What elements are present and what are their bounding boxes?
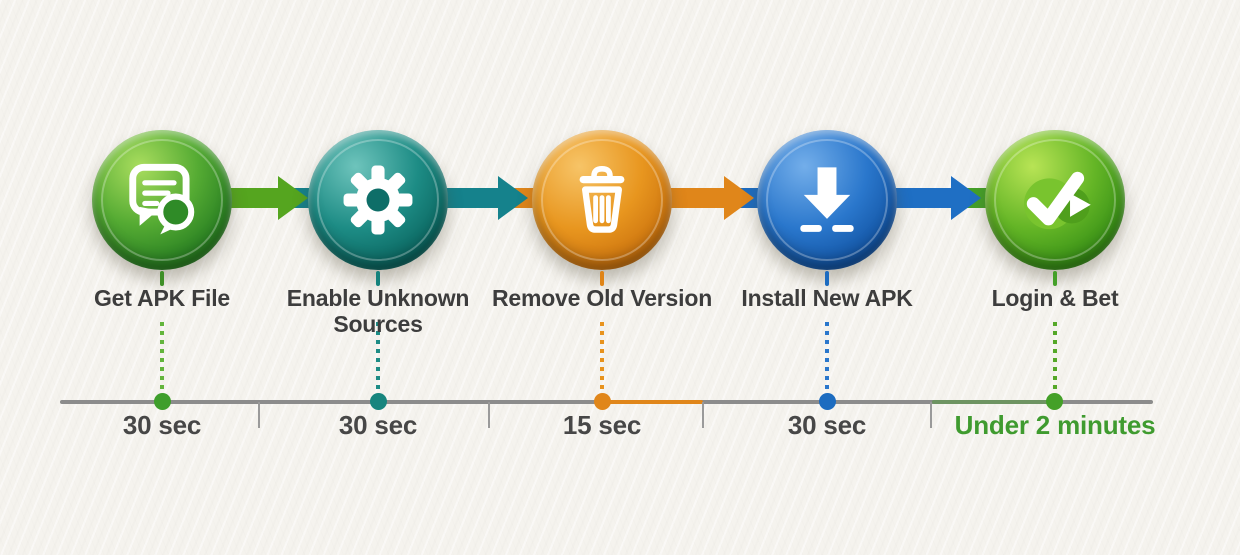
timeline-dot-step3 bbox=[594, 393, 611, 410]
dotted-connector bbox=[825, 322, 829, 390]
time-label-step1: 30 sec bbox=[122, 410, 202, 440]
chat-bubbles-icon bbox=[129, 163, 195, 235]
arrow-step1-to-step2 bbox=[228, 176, 314, 220]
time-label-step3: 15 sec bbox=[562, 410, 642, 440]
arrow-step3-to-step4 bbox=[668, 176, 760, 220]
arrow-shaft bbox=[668, 188, 730, 208]
timeline-dot-step4 bbox=[819, 393, 836, 410]
step-enable-unknown-sources: Enable Unknown Sources bbox=[258, 130, 498, 390]
arrow-step4-to-step5 bbox=[893, 176, 987, 220]
timeline-tick bbox=[702, 402, 704, 428]
step-label: Install New APK bbox=[741, 285, 913, 311]
timeline-dot-step2 bbox=[370, 393, 387, 410]
arrow-head-icon bbox=[951, 176, 981, 220]
trash-icon bbox=[579, 165, 625, 233]
dotted-connector bbox=[376, 322, 380, 390]
time-label-total: Under 2 minutes bbox=[954, 410, 1156, 440]
gear-icon bbox=[343, 165, 413, 235]
arrow-head-icon bbox=[278, 176, 308, 220]
step-login-and-bet: Login & Bet bbox=[935, 130, 1175, 390]
dotted-connector bbox=[160, 322, 164, 390]
step-install-new-apk: Install New APK bbox=[707, 130, 947, 390]
time-label-step4: 30 sec bbox=[787, 410, 867, 440]
step-label: Enable Unknown Sources bbox=[286, 285, 470, 338]
time-label-step2: 30 sec bbox=[338, 410, 418, 440]
arrow-shaft bbox=[228, 188, 284, 208]
step-circle-green-check bbox=[985, 130, 1125, 270]
step-remove-old-version: Remove Old Version bbox=[482, 130, 722, 390]
timeline-tick bbox=[930, 402, 932, 428]
check-play-icon bbox=[1023, 171, 1091, 230]
step-circle-green bbox=[92, 130, 232, 270]
step-circle-teal bbox=[308, 130, 448, 270]
timeline-dot-step5 bbox=[1046, 393, 1063, 410]
step-label: Login & Bet bbox=[991, 285, 1119, 311]
download-icon bbox=[800, 167, 854, 232]
arrow-head-icon bbox=[724, 176, 754, 220]
step-label: Remove Old Version bbox=[491, 285, 713, 311]
connector-stem bbox=[825, 271, 829, 286]
dotted-connector bbox=[600, 322, 604, 390]
step-circle-orange bbox=[532, 130, 672, 270]
arrow-head-icon bbox=[498, 176, 528, 220]
connector-stem bbox=[376, 271, 380, 286]
timeline-segment-green bbox=[932, 400, 1052, 404]
arrow-shaft bbox=[444, 188, 504, 208]
timeline-dot-step1 bbox=[154, 393, 171, 410]
connector-stem bbox=[1053, 271, 1057, 286]
arrow-shaft bbox=[893, 188, 957, 208]
connector-stem bbox=[160, 271, 164, 286]
step-label: Get APK File bbox=[93, 285, 231, 311]
connector-stem bbox=[600, 271, 604, 286]
timeline-tick bbox=[488, 402, 490, 428]
arrow-step2-to-step3 bbox=[444, 176, 534, 220]
step-circle-blue bbox=[757, 130, 897, 270]
timeline-segment-orange bbox=[601, 400, 703, 404]
timeline-tick bbox=[258, 402, 260, 428]
step-get-apk-file: Get APK File bbox=[42, 130, 282, 390]
dotted-connector bbox=[1053, 322, 1057, 390]
